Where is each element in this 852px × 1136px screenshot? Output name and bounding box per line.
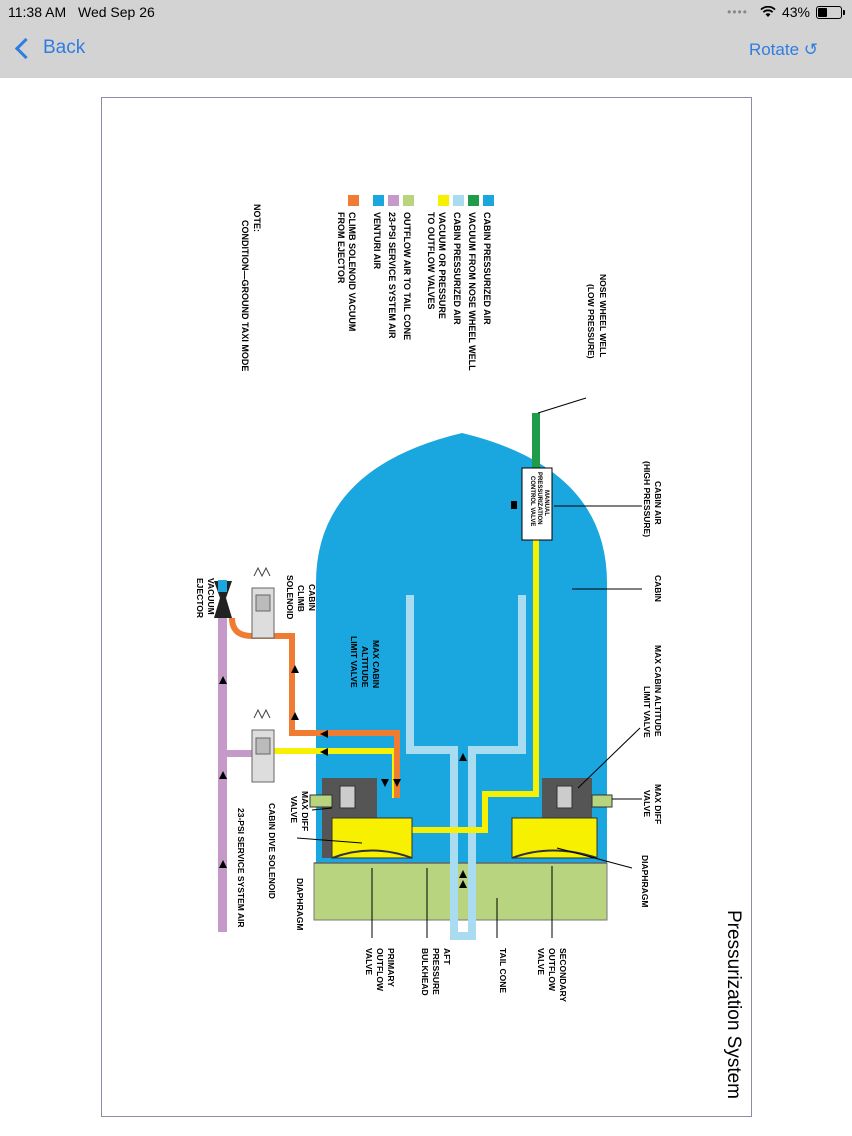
climb-solenoid	[251, 566, 275, 639]
label-primary-1: PRIMARY	[386, 948, 396, 987]
yellow-line-main	[402, 538, 539, 833]
legend-swatch-0	[483, 195, 494, 206]
wifi-icon	[760, 6, 776, 17]
label-aft-1: AFT	[442, 948, 452, 965]
note-title: NOTE:	[252, 204, 262, 232]
legend-swatch-3	[438, 195, 449, 206]
label-aft-3: BULKHEAD	[420, 948, 430, 996]
primary-outflow-valve	[309, 778, 413, 859]
status-bar: 11:38 AM Wed Sep 26 •••• 43%	[0, 0, 852, 24]
label-climb-2: CLIMB	[296, 585, 306, 612]
legend-label-3: VACUUM OR PRESSURE	[437, 212, 447, 319]
rotate-button[interactable]: Rotate ↺	[748, 40, 818, 59]
cabin-air-duct	[406, 595, 526, 940]
label-nose-wheel-well: NOSE WHEEL WELL	[598, 274, 608, 357]
label-secondary-1: SECONDARY	[558, 948, 568, 1002]
label-cabin: CABIN	[653, 575, 663, 602]
label-max-alt-left-3: LIMIT VALVE	[349, 636, 359, 688]
label-secondary-3: VALVE	[536, 948, 546, 975]
legend-label-1: VACUUM FROM NOSE WHEEL WELL	[467, 212, 477, 371]
label-cabin-dive: CABIN DIVE SOLENOID	[267, 803, 277, 899]
diagram-title: Pressurization System	[723, 910, 744, 1099]
nose-wheel-vacuum-line	[532, 413, 540, 470]
legend-swatch-4	[403, 195, 414, 206]
note-text: CONDITION—GROUND TAXI MODE	[240, 220, 250, 371]
label-max-diff-left-2: VALVE	[289, 796, 299, 823]
label-climb-1: CABIN	[307, 584, 317, 611]
label-primary-3: VALVE	[364, 948, 374, 975]
legend-swatch-1	[468, 195, 479, 206]
label-secondary-2: OUTFLOW	[547, 948, 557, 992]
label-tail-cone: TAIL CONE	[498, 948, 508, 993]
status-date: Wed Sep 26	[78, 4, 155, 20]
multitasking-dots-icon: ••••	[727, 5, 748, 19]
label-manual-3: CONTROL VALVE	[529, 476, 535, 526]
label-max-diff-right-1: MAX DIFF	[653, 784, 663, 824]
battery-icon	[816, 5, 845, 19]
chevron-left-icon	[14, 37, 37, 59]
legend-label-4: OUTFLOW AIR TO TAIL CONE	[402, 212, 412, 340]
tail-cone	[313, 862, 608, 921]
status-time: 11:38 AM	[8, 4, 67, 20]
label-psi-line: 23-PSI SERVICE SYSTEM AIR	[236, 808, 246, 928]
label-high-pressure: (HIGH PRESSURE)	[642, 461, 652, 537]
climb-vacuum-line	[229, 617, 400, 798]
pressurization-diagram: Pressurization System CABIN PRESSURIZED …	[195, 195, 744, 1099]
label-max-alt-left-1: MAX CABIN	[371, 640, 381, 688]
legend-label-7: CLIMB SOLENOID VACUUM	[347, 212, 357, 331]
label-max-alt-right-1: MAX CABIN ALTITUDE	[653, 645, 663, 737]
label-aft-2: PRESSURE	[431, 948, 441, 995]
legend-label-5: 23-PSI SERVICE SYSTEM AIR	[387, 212, 397, 339]
label-vacuum-1: VACUUM	[206, 578, 216, 615]
legend-label-6: VENTURI AIR	[372, 212, 382, 270]
label-max-alt-left-2: ALTITUDE	[360, 646, 370, 688]
label-climb-3: SOLENOID	[285, 575, 295, 619]
back-label: Back	[43, 37, 86, 58]
label-vacuum-2: EJECTOR	[195, 578, 205, 618]
label-low-pressure: (LOW PRESSURE)	[586, 284, 596, 359]
diagram-title-text: Pressurization System	[723, 910, 744, 1099]
legend-label-2: CABIN PRESSURIZED AIR	[452, 212, 462, 325]
label-cabin-air: CABIN AIR	[653, 481, 663, 525]
legend-swatch-5	[388, 195, 399, 206]
label-max-alt-right-2: LIMIT VALVE	[642, 686, 652, 738]
battery-fill	[818, 7, 827, 17]
legend-swatch-7	[348, 195, 359, 206]
legend-swatch-2	[453, 195, 464, 206]
legend-label-0: CABIN PRESSURIZED AIR	[482, 212, 492, 325]
legend-swatch-6	[373, 195, 384, 206]
label-diaphragm-left: DIAPHRAGM	[295, 878, 305, 930]
label-max-diff-left-1: MAX DIFF	[300, 791, 310, 831]
label-primary-2: OUTFLOW	[375, 948, 385, 992]
navigation-bar: Back Rotate ↺	[0, 24, 852, 78]
legend-label-7b: FROM EJECTOR	[336, 212, 346, 284]
document-page: Pressurization System CABIN PRESSURIZED …	[101, 97, 752, 1117]
label-manual-1: MANUAL	[543, 490, 549, 516]
label-max-diff-right-2: VALVE	[642, 790, 652, 817]
secondary-outflow-valve	[511, 778, 613, 859]
label-manual-2: PRESSURIZATION	[536, 472, 542, 525]
manual-control-valve	[521, 467, 553, 541]
label-diaphragm-right: DIAPHRAGM	[640, 855, 650, 907]
legend: CABIN PRESSURIZED AIR VACUUM FROM NOSE W…	[336, 195, 494, 371]
dive-solenoid	[251, 708, 275, 783]
legend-label-3b: TO OUTFLOW VALVES	[426, 212, 436, 310]
battery-percent: 43%	[781, 4, 810, 20]
back-button[interactable]: Back	[12, 37, 85, 59]
status-right: •••• 43%	[727, 4, 845, 20]
note: NOTE: CONDITION—GROUND TAXI MODE	[240, 204, 262, 371]
